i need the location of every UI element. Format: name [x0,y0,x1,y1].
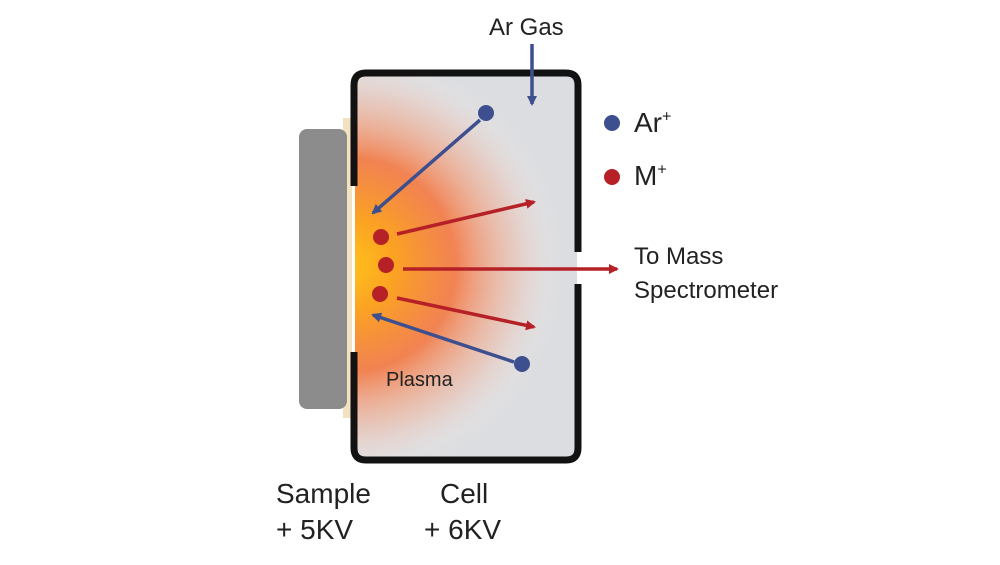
legend-ar-marker [604,115,620,131]
sample-block [299,129,347,409]
metal-ion-arrow-upper [396,198,536,236]
ar-ion-arrow-lower [371,312,515,364]
legend-m-marker [604,169,620,185]
sample-voltage-label: Sample + 5KV [276,478,371,545]
metal-ion-middle [378,257,394,273]
ar-ion-upper [478,105,494,121]
metal-ion-upper [373,229,389,245]
to-mass-spectrometer-label: To Mass Spectrometer [634,243,779,304]
ar-ion-arrow-upper [371,118,482,215]
ar-gas-label: Ar Gas [489,14,564,41]
ar-ion-lower [514,356,530,372]
metal-ion-lower [372,286,388,302]
cell-wall-lower [350,284,582,464]
legend-m-label: M+ [634,160,667,191]
metal-ion-arrow-lower [396,296,536,331]
cell-wall [350,69,582,252]
legend-ar-label: Ar+ [634,107,672,138]
cell-voltage-label: Cell + 6KV [424,478,502,545]
insulator-strip [343,118,352,418]
plasma-label: Plasma [386,369,453,391]
